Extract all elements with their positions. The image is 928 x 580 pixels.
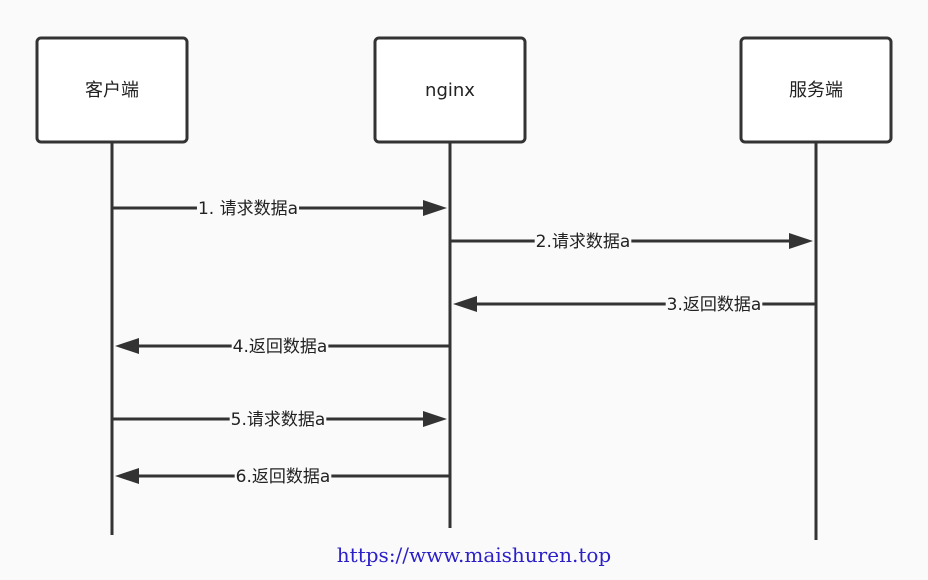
message-label: 3.返回数据a: [667, 295, 762, 315]
participants: 客户端 nginx 服务端: [35, 36, 893, 144]
message-label-bg: [665, 293, 763, 315]
participant-server: 服务端: [739, 36, 893, 144]
messages: 1. 请求数据a 2.请求数据a 3.返回数据a 4.返回数据a 5.请求数据a 6.返回…: [112, 197, 816, 487]
participant-box: [373, 36, 527, 144]
arrow-head-icon: [115, 468, 139, 484]
participant-client: 客户端: [35, 36, 189, 144]
message-5: 5.请求数据a: [112, 408, 447, 430]
message-label: 5.请求数据a: [231, 410, 326, 430]
arrow-head-icon: [423, 200, 447, 216]
participant-label: 客户端: [85, 80, 139, 101]
participant-label: nginx: [425, 80, 475, 101]
message-2: 2.请求数据a: [450, 230, 813, 252]
arrow-head-icon: [423, 411, 447, 427]
message-label-bg: [534, 230, 632, 252]
message-label: 4.返回数据a: [233, 337, 328, 357]
message-1: 1. 请求数据a: [112, 197, 447, 219]
message-4: 4.返回数据a: [115, 335, 450, 357]
message-3: 3.返回数据a: [453, 293, 816, 315]
message-label: 1. 请求数据a: [198, 199, 298, 219]
message-label-bg: [231, 335, 329, 357]
message-label: 6.返回数据a: [236, 467, 331, 487]
participant-box: [739, 36, 893, 144]
message-label-bg: [234, 465, 332, 487]
message-label: 2.请求数据a: [536, 232, 631, 252]
arrow-head-icon: [453, 296, 477, 312]
watermark-url: https://www.maishuren.top: [336, 543, 612, 567]
participant-box: [35, 36, 189, 144]
arrow-head-icon: [115, 338, 139, 354]
message-label-bg: [229, 408, 327, 430]
participant-nginx: nginx: [373, 36, 527, 144]
message-6: 6.返回数据a: [115, 465, 450, 487]
arrow-head-icon: [789, 233, 813, 249]
message-label-bg: [196, 197, 300, 219]
participant-label: 服务端: [789, 80, 843, 101]
